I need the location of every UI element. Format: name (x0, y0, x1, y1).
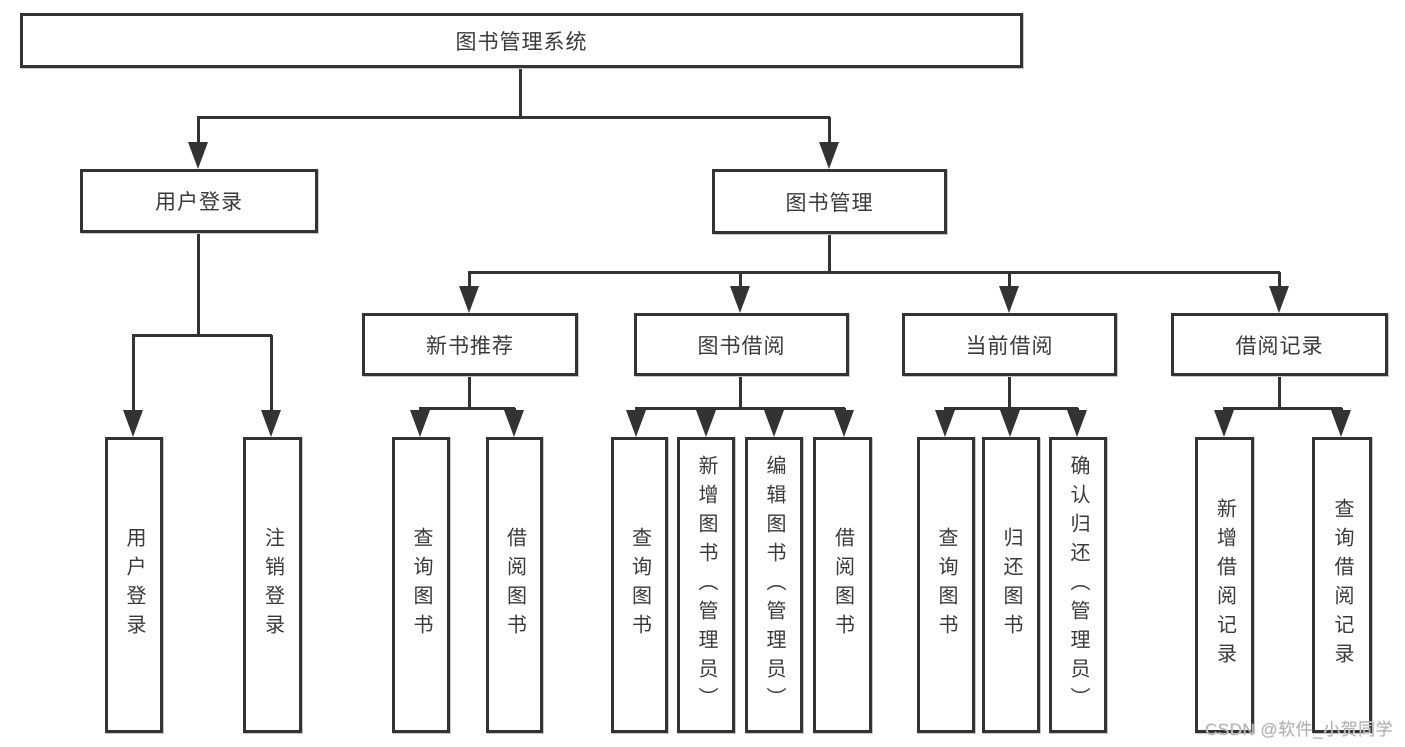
connector-line (197, 233, 200, 337)
node-label: 归还图书 (1000, 527, 1022, 643)
node-user-login: 用户登录 (80, 169, 318, 233)
node-leaf-add-record: 新增借阅记录 (1195, 437, 1254, 733)
node-leaf-edit-book: 编辑图书（管理员） (745, 437, 803, 733)
connector-line (468, 271, 1280, 274)
connector-line (1223, 407, 1342, 410)
connector-line (197, 117, 200, 151)
connector-line (1008, 376, 1011, 410)
connector-line (519, 68, 522, 119)
node-label: 新书推荐 (426, 334, 514, 358)
node-label: 查询图书 (935, 527, 957, 643)
csdn-watermark: CSDN @软件_小贺同学 (1204, 720, 1393, 739)
connector-line (739, 376, 742, 410)
connector-line (419, 407, 515, 410)
node-label: 用户登录 (123, 527, 145, 643)
node-leaf-borrow-1: 借阅图书 (486, 437, 543, 733)
node-label: 查询图书 (410, 527, 432, 643)
arrowhead-down-icon (999, 286, 1019, 313)
node-book-borrow: 图书借阅 (634, 313, 849, 376)
node-leaf-return: 归还图书 (982, 437, 1040, 733)
connector-line (132, 335, 135, 419)
arrowhead-down-icon (730, 286, 750, 313)
arrowhead-down-icon (410, 410, 430, 437)
node-new-book: 新书推荐 (362, 313, 578, 376)
node-book-mgmt: 图书管理 (712, 169, 947, 234)
arrowhead-down-icon (834, 410, 854, 437)
arrowhead-down-icon (696, 410, 716, 437)
node-label: 借阅记录 (1235, 334, 1324, 358)
connector-line (468, 376, 471, 410)
arrowhead-down-icon (188, 142, 208, 169)
node-root: 图书管理系统 (20, 13, 1023, 68)
arrowhead-down-icon (1214, 410, 1234, 437)
arrowhead-down-icon (1000, 410, 1020, 437)
arrowhead-down-icon (1331, 410, 1351, 437)
arrowhead-down-icon (1067, 410, 1087, 437)
node-borrow-records: 借阅记录 (1171, 313, 1388, 376)
arrowhead-down-icon (123, 410, 143, 437)
node-label: 确认归还（管理员） (1067, 454, 1089, 716)
connector-line (1278, 272, 1281, 295)
node-label: 借阅图书 (831, 527, 854, 643)
node-label: 借阅图书 (503, 527, 526, 643)
connector-line (270, 335, 273, 419)
node-label: 编辑图书（管理员） (763, 454, 785, 716)
connector-line (828, 117, 831, 151)
node-label: 注销登录 (261, 527, 284, 643)
node-leaf-query-3: 查询图书 (917, 437, 975, 733)
connector-line (468, 272, 471, 295)
connector-line (739, 272, 742, 295)
connector-line (132, 334, 272, 337)
node-label: 当前借阅 (965, 334, 1054, 358)
node-leaf-logout: 注销登录 (243, 437, 302, 733)
arrowhead-down-icon (819, 142, 839, 169)
node-label: 查询借阅记录 (1331, 498, 1353, 672)
connector-line (828, 234, 831, 274)
node-leaf-borrow-2: 借阅图书 (813, 437, 872, 733)
node-label: 用户登录 (155, 191, 243, 214)
arrowhead-down-icon (459, 286, 479, 313)
arrowhead-down-icon (1269, 286, 1289, 313)
connector-line (1278, 376, 1281, 410)
node-leaf-confirm-return: 确认归还（管理员） (1049, 437, 1107, 733)
node-leaf-add-book: 新增图书（管理员） (677, 437, 735, 733)
arrowhead-down-icon (764, 410, 784, 437)
node-label: 新增借阅记录 (1213, 498, 1236, 672)
node-label: 查询图书 (628, 527, 651, 643)
connector-line (197, 116, 830, 119)
node-leaf-query-record: 查询借阅记录 (1312, 437, 1372, 733)
node-leaf-user-login: 用户登录 (105, 437, 163, 733)
arrowhead-down-icon (626, 410, 646, 437)
node-label: 新增图书（管理员） (695, 454, 717, 716)
node-label: 图书管理 (785, 191, 874, 215)
arrowhead-down-icon (935, 410, 955, 437)
connector-line (635, 407, 845, 410)
node-label: 图书借阅 (697, 334, 786, 358)
arrowhead-down-icon (261, 410, 281, 437)
node-label: 图书管理系统 (455, 30, 588, 54)
connector-line (1008, 272, 1011, 295)
arrowhead-down-icon (504, 410, 524, 437)
node-leaf-query-1: 查询图书 (392, 437, 450, 733)
node-current-borrow: 当前借阅 (902, 313, 1117, 376)
node-leaf-query-2: 查询图书 (611, 437, 668, 733)
